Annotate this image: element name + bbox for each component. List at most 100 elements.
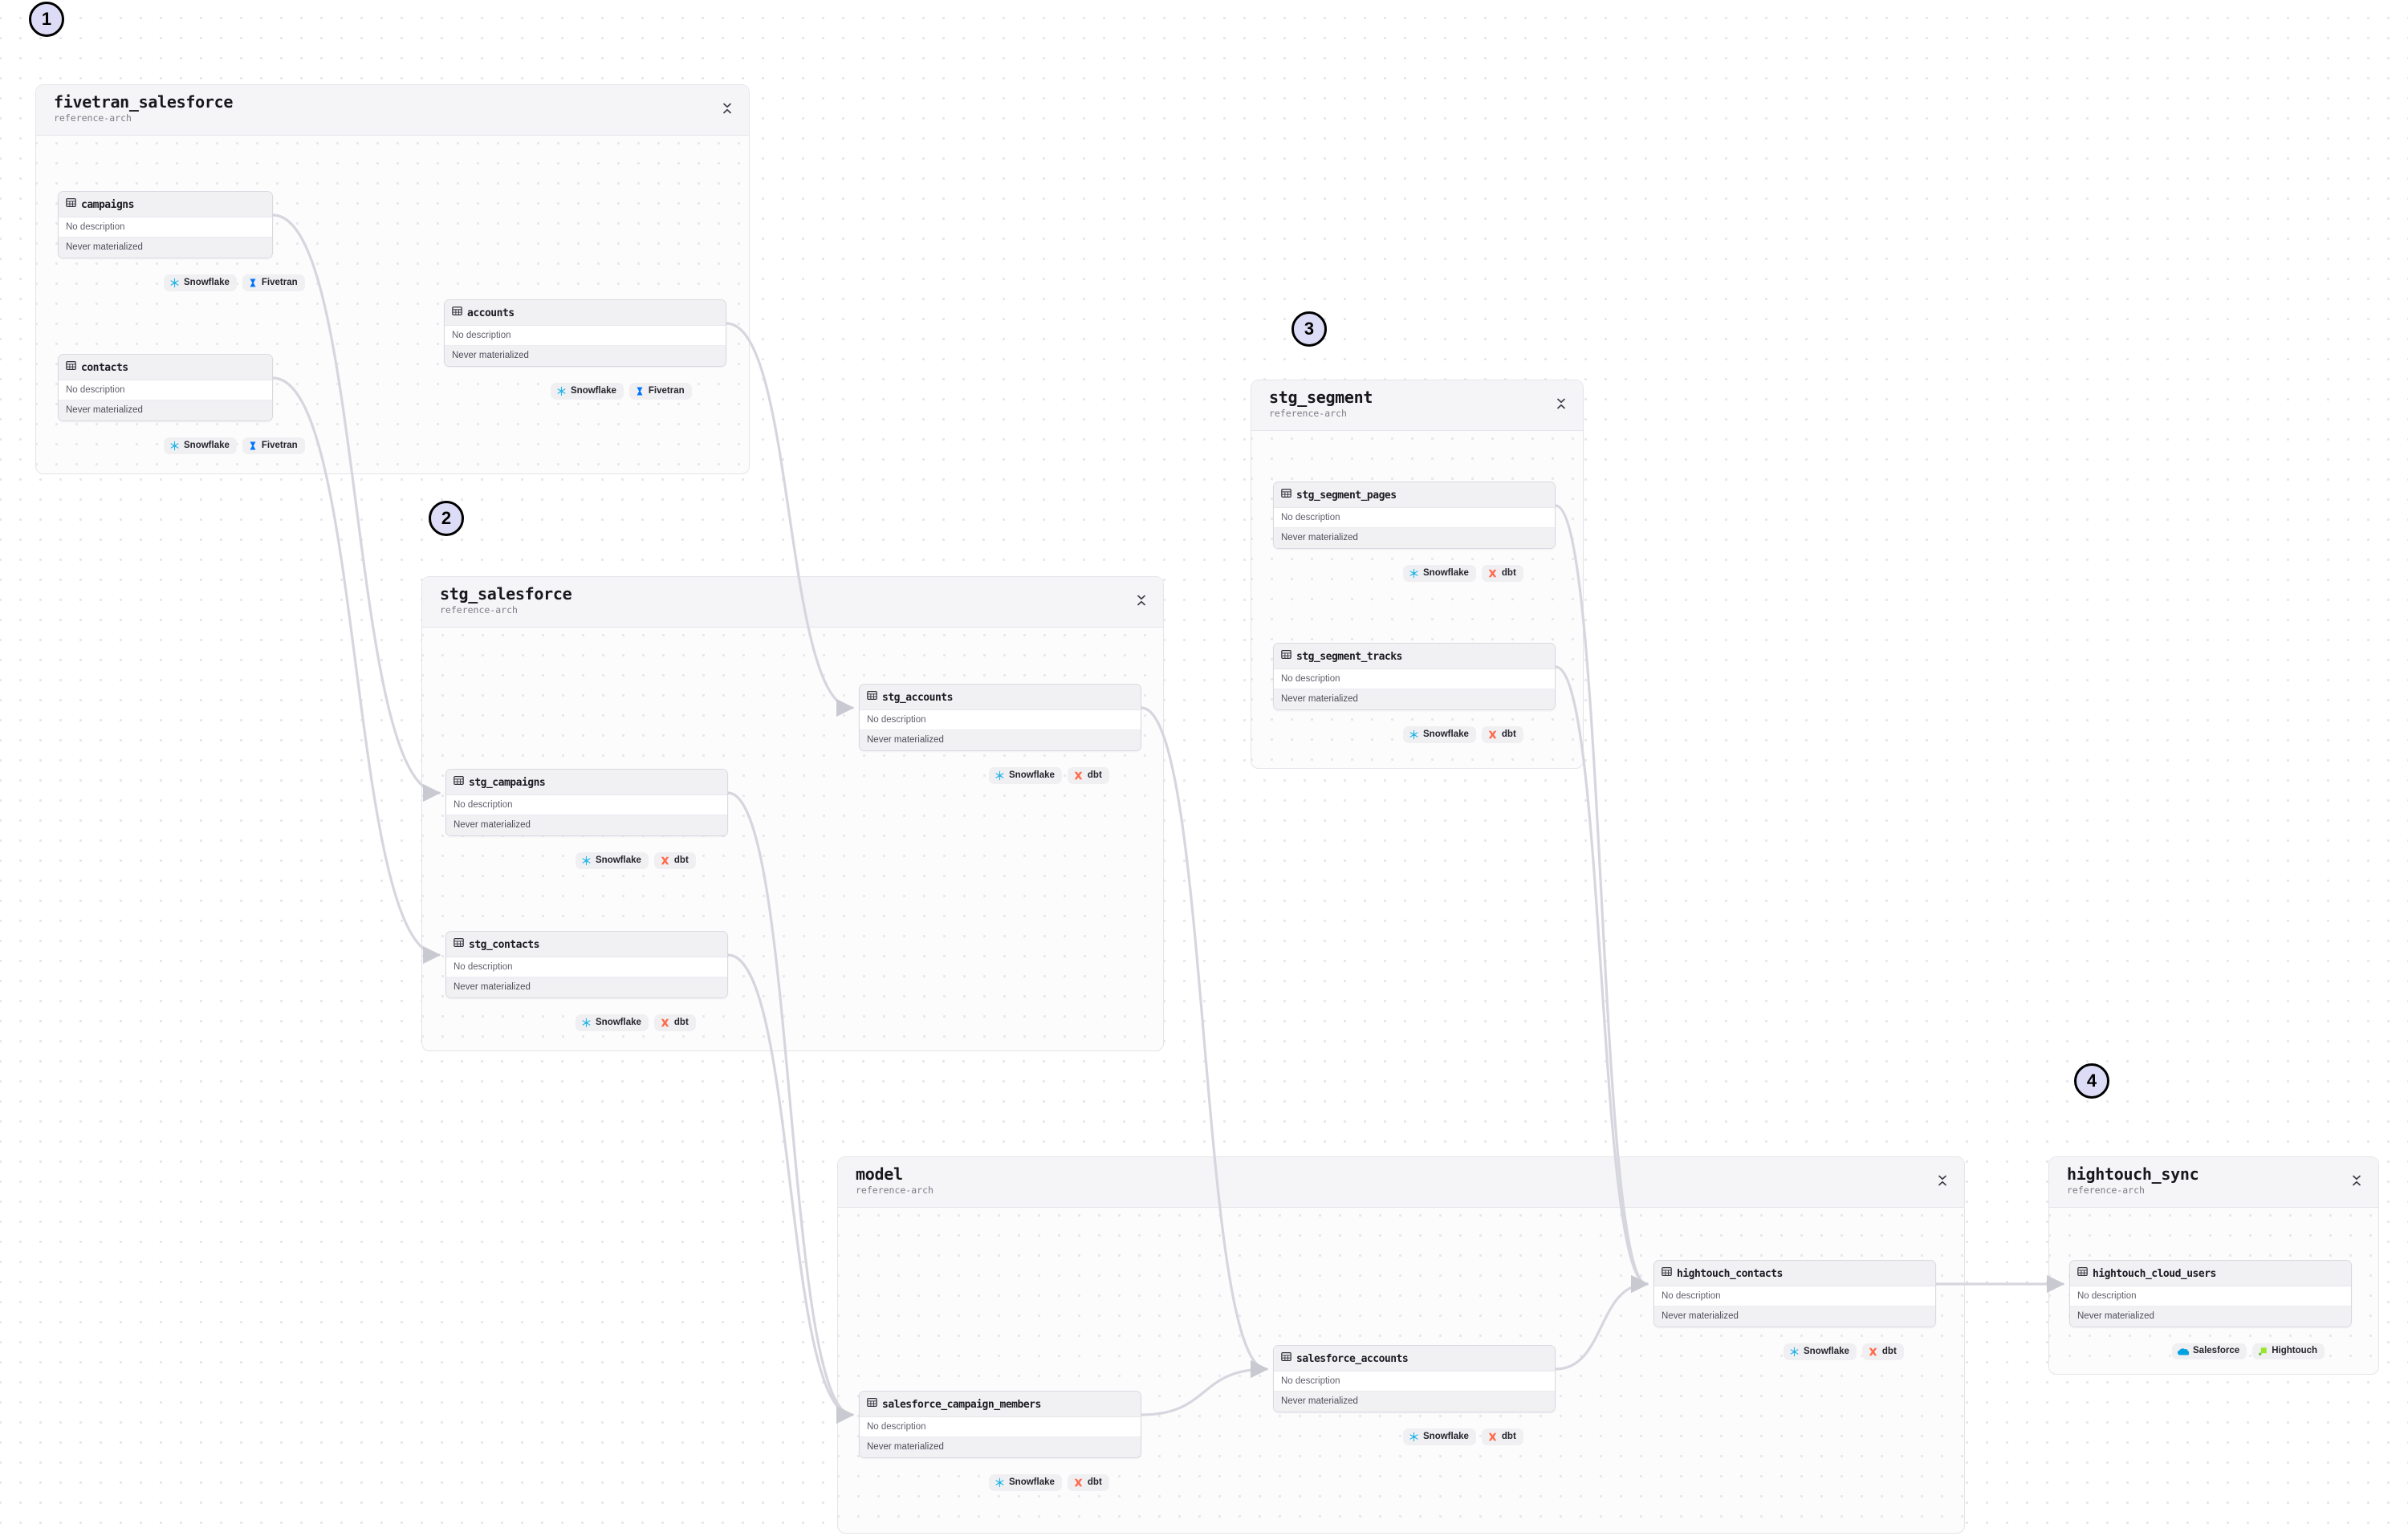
node-header[interactable]: salesforce_accounts [1274,1346,1555,1371]
node-header[interactable]: stg_segment_tracks [1274,644,1555,669]
step-marker-4: 4 [2074,1063,2109,1099]
node-name: contacts [81,361,128,374]
node-header[interactable]: campaigns [59,192,272,217]
node-header[interactable]: stg_segment_pages [1274,482,1555,508]
dbt-icon [660,855,670,866]
dbt-icon [1869,1347,1877,1356]
badge-label: Fivetran [261,440,298,450]
badge-dbt[interactable]: dbt [653,1014,696,1031]
group-subtitle: reference-arch [440,604,518,616]
node-name: accounts [467,307,515,319]
badge-hightouch[interactable]: Hightouch [2252,1343,2325,1359]
dbt-icon [1868,1347,1878,1357]
node-materialization: Never materialized [445,346,726,366]
collapse-vertical-icon[interactable] [1135,593,1148,607]
badge-dbt[interactable]: dbt [653,852,696,869]
collapse-vertical-icon[interactable] [1555,396,1568,411]
node-materialization: Never materialized [446,977,727,998]
collapse-vertical-icon [1938,1175,1946,1186]
badge-label: Salesforce [2193,1346,2240,1356]
node-name: campaigns [81,198,134,211]
badge-snowflake[interactable]: Snowflake [164,437,237,454]
badge-fivetran[interactable]: Fivetran [242,274,305,291]
group-title: stg_salesforce [440,584,572,603]
collapse-vertical-icon[interactable] [2350,1173,2363,1188]
node-header[interactable]: stg_campaigns [446,770,727,795]
badge-snowflake[interactable]: Snowflake [576,852,649,869]
node-header[interactable]: stg_contacts [446,932,727,957]
badge-snowflake[interactable]: Snowflake [1784,1343,1857,1360]
collapse-vertical-icon [2353,1175,2361,1186]
dbt-icon [1487,1432,1498,1442]
table-icon [66,361,76,370]
badge-snowflake[interactable]: Snowflake [989,767,1062,784]
badges-stg_segment_tracks: Snowflake dbt [1403,726,1523,743]
table-icon [454,776,464,785]
salesforce-icon [2178,1347,2189,1355]
badges-hightouch_cloud_users: Salesforce Hightouch [2172,1343,2325,1359]
snowflake-icon [1409,1432,1418,1442]
badge-dbt[interactable]: dbt [1067,1474,1109,1491]
node-header[interactable]: salesforce_campaign_members [860,1392,1141,1417]
badge-dbt[interactable]: dbt [1481,1428,1523,1445]
node-header[interactable]: hightouch_cloud_users [2070,1261,2351,1286]
badge-dbt[interactable]: dbt [1861,1343,1904,1360]
badge-dbt[interactable]: dbt [1481,726,1523,743]
group-title: stg_segment [1269,388,1373,407]
badge-dbt[interactable]: dbt [1481,565,1523,582]
snowflake-icon [557,386,566,396]
badge-snowflake[interactable]: Snowflake [989,1474,1062,1491]
node-header[interactable]: stg_accounts [860,685,1141,710]
collapse-vertical-icon[interactable] [721,101,734,116]
snowflake-icon [1409,729,1418,740]
node-header[interactable]: hightouch_contacts [1654,1261,1935,1286]
dbt-icon [1073,1477,1084,1488]
node-materialization: Never materialized [860,1437,1141,1457]
fivetran-icon [248,278,258,288]
node-description: No description [446,795,727,815]
badges-contacts: Snowflake Fivetran [164,437,305,454]
table-icon [867,690,877,705]
badge-fivetran[interactable]: Fivetran [628,383,692,400]
badge-snowflake[interactable]: Snowflake [164,274,237,291]
node-description: No description [59,380,272,400]
snowflake-icon [995,770,1005,781]
collapse-vertical-icon[interactable] [1936,1173,1949,1188]
badge-salesforce[interactable]: Salesforce [2172,1343,2247,1359]
badge-label: Snowflake [596,855,641,865]
badge-snowflake[interactable]: Snowflake [551,383,624,400]
badge-snowflake[interactable]: Snowflake [1403,726,1476,743]
badge-fivetran[interactable]: Fivetran [242,437,305,454]
badge-dbt[interactable]: dbt [1067,767,1109,784]
table-icon [1281,1351,1291,1366]
badge-snowflake[interactable]: Snowflake [1403,565,1476,582]
table-icon [66,360,76,375]
node-description: No description [59,217,272,238]
step-marker-2: 2 [429,501,464,536]
node-header[interactable]: accounts [445,300,726,326]
badge-snowflake[interactable]: Snowflake [576,1014,649,1031]
table-icon [1281,649,1291,664]
badge-snowflake[interactable]: Snowflake [1403,1428,1476,1445]
node-header[interactable]: contacts [59,355,272,380]
step-marker-3: 3 [1291,311,1327,347]
